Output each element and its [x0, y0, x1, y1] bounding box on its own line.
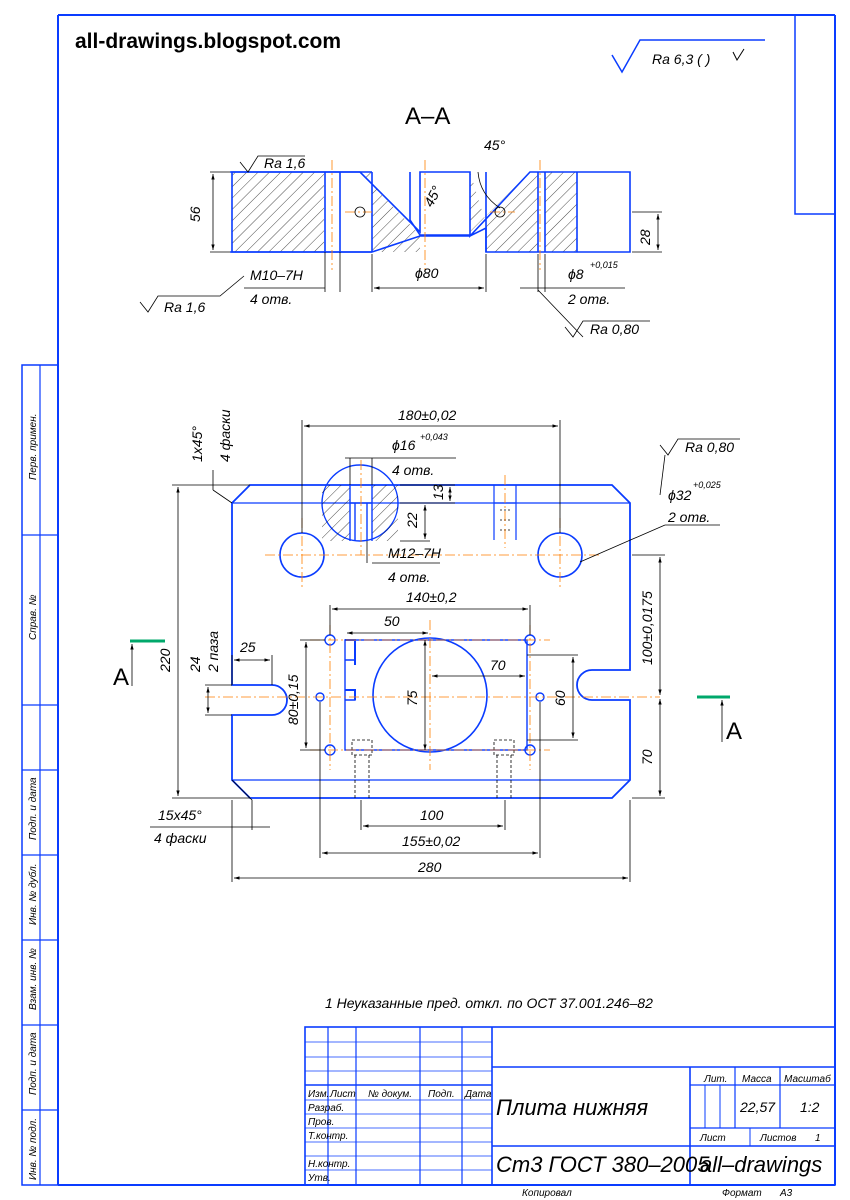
svg-text:4 фаски: 4 фаски	[217, 409, 233, 462]
svg-text:56: 56	[187, 206, 203, 222]
site-header: all-drawings.blogspot.com	[75, 30, 341, 53]
svg-text:Формат: Формат	[722, 1188, 762, 1199]
svg-text:4 отв.: 4 отв.	[250, 291, 292, 307]
material: Ст3 ГОСТ 380–2005	[496, 1152, 710, 1177]
svg-text:Взам. инв. №: Взам. инв. №	[28, 948, 39, 1010]
svg-text:4 фаски: 4 фаски	[154, 830, 207, 846]
title-block: Изм. Лист № докум. Подп. Дата Разраб. Пр…	[304, 1026, 836, 1199]
svg-text:ϕ80: ϕ80	[415, 265, 439, 281]
svg-text:280: 280	[417, 859, 442, 875]
svg-text:А3: А3	[779, 1188, 793, 1199]
svg-text:70: 70	[639, 749, 655, 765]
svg-text:Подп. и дата: Подп. и дата	[28, 777, 39, 840]
svg-text:1:2: 1:2	[800, 1099, 820, 1115]
svg-text:100: 100	[420, 807, 444, 823]
svg-text:Инв. № дубл.: Инв. № дубл.	[27, 864, 39, 926]
svg-text:220: 220	[157, 648, 173, 673]
svg-text:1: 1	[815, 1133, 821, 1144]
svg-text:Утв.: Утв.	[307, 1173, 331, 1184]
svg-text:Лит.: Лит.	[703, 1074, 727, 1085]
svg-text:13: 13	[430, 484, 446, 500]
svg-text:28: 28	[637, 229, 653, 246]
svg-text:60: 60	[552, 690, 568, 706]
svg-text:2 паза: 2 паза	[205, 631, 221, 673]
svg-text:Перв. примен.: Перв. примен.	[28, 414, 39, 480]
svg-text:Лист: Лист	[699, 1133, 726, 1144]
svg-text:ϕ16: ϕ16	[392, 437, 416, 453]
svg-text:Н.контр.: Н.контр.	[308, 1159, 350, 1170]
svg-text:M12–7H: M12–7H	[388, 545, 442, 561]
svg-text:22: 22	[404, 512, 420, 529]
svg-text:2 отв.: 2 отв.	[567, 291, 610, 307]
general-roughness: Ra 6,3 ( )	[611, 39, 765, 74]
cut-label-right: А	[726, 718, 742, 745]
svg-text:Листов: Листов	[759, 1133, 796, 1144]
svg-text:80±0,15: 80±0,15	[285, 674, 301, 725]
svg-text:Подп. и дата: Подп. и дата	[28, 1032, 39, 1095]
svg-text:100±0,0175: 100±0,0175	[639, 591, 655, 665]
svg-text:+0,043: +0,043	[420, 432, 448, 442]
svg-text:25: 25	[239, 639, 256, 655]
svg-text:22,57: 22,57	[739, 1099, 776, 1115]
svg-text:Справ. №: Справ. №	[28, 594, 39, 640]
svg-text:Т.контр.: Т.контр.	[308, 1131, 348, 1142]
svg-text:ϕ8: ϕ8	[568, 266, 584, 282]
svg-text:ϕ32: ϕ32	[668, 487, 692, 503]
tech-note: 1 Неуказанные пред. откл. по ОСТ 37.001.…	[325, 995, 653, 1011]
svg-text:1х45°: 1х45°	[189, 426, 205, 462]
svg-text:50: 50	[384, 613, 400, 629]
svg-text:Масштаб: Масштаб	[784, 1073, 831, 1085]
side-stamp: Перв. примен. Справ. № Подп. и дата Инв.…	[21, 364, 59, 1186]
svg-text:155±0,02: 155±0,02	[402, 833, 461, 849]
company: all–drawings	[700, 1152, 822, 1177]
svg-text:45°: 45°	[421, 183, 445, 210]
section-title: A–A	[405, 103, 450, 130]
part-name: Плита нижняя	[496, 1095, 648, 1120]
svg-text:180±0,02: 180±0,02	[398, 407, 457, 423]
svg-text:24: 24	[187, 656, 203, 673]
svg-text:Копировал: Копировал	[522, 1188, 572, 1199]
plan-view: 180±0,02 ϕ16 +0,043 4 отв. 13 22 M12–7H …	[113, 407, 742, 882]
svg-text:Инв. № подл.: Инв. № подл.	[28, 1118, 39, 1180]
cut-label-left: А	[113, 664, 129, 691]
svg-text:M10–7H: M10–7H	[250, 267, 304, 283]
svg-text:70: 70	[490, 657, 506, 673]
svg-text:Ra 1,6: Ra 1,6	[264, 155, 305, 171]
svg-text:Ra 1,6: Ra 1,6	[164, 299, 205, 315]
svg-text:Масса: Масса	[742, 1074, 772, 1085]
svg-text:Разраб.: Разраб.	[308, 1102, 344, 1114]
svg-text:2 отв.: 2 отв.	[667, 509, 710, 525]
svg-text:№ докум.: № докум.	[368, 1089, 412, 1100]
svg-text:Ra 6,3 ( ): Ra 6,3 ( )	[652, 51, 710, 67]
svg-text:75: 75	[404, 690, 420, 706]
svg-text:4 отв.: 4 отв.	[388, 569, 430, 585]
svg-text:Ra 0,80: Ra 0,80	[685, 439, 734, 455]
svg-text:Дата: Дата	[464, 1089, 492, 1100]
svg-text:4 отв.: 4 отв.	[392, 462, 434, 478]
svg-text:140±0,2: 140±0,2	[406, 589, 457, 605]
svg-text:Подп.: Подп.	[428, 1089, 455, 1100]
svg-text:15х45°: 15х45°	[158, 807, 202, 823]
section-view: 56 28 ϕ80 45° 45° M10–7H 4 отв. ϕ8 +0,01…	[139, 137, 662, 338]
svg-text:Изм.: Изм.	[308, 1089, 329, 1100]
svg-text:Лист: Лист	[329, 1089, 356, 1100]
svg-text:+0,015: +0,015	[590, 260, 619, 270]
svg-text:+0,025: +0,025	[693, 480, 722, 490]
svg-text:45°: 45°	[484, 137, 506, 153]
svg-text:Пров.: Пров.	[308, 1117, 334, 1128]
svg-text:Ra 0,80: Ra 0,80	[590, 321, 639, 337]
